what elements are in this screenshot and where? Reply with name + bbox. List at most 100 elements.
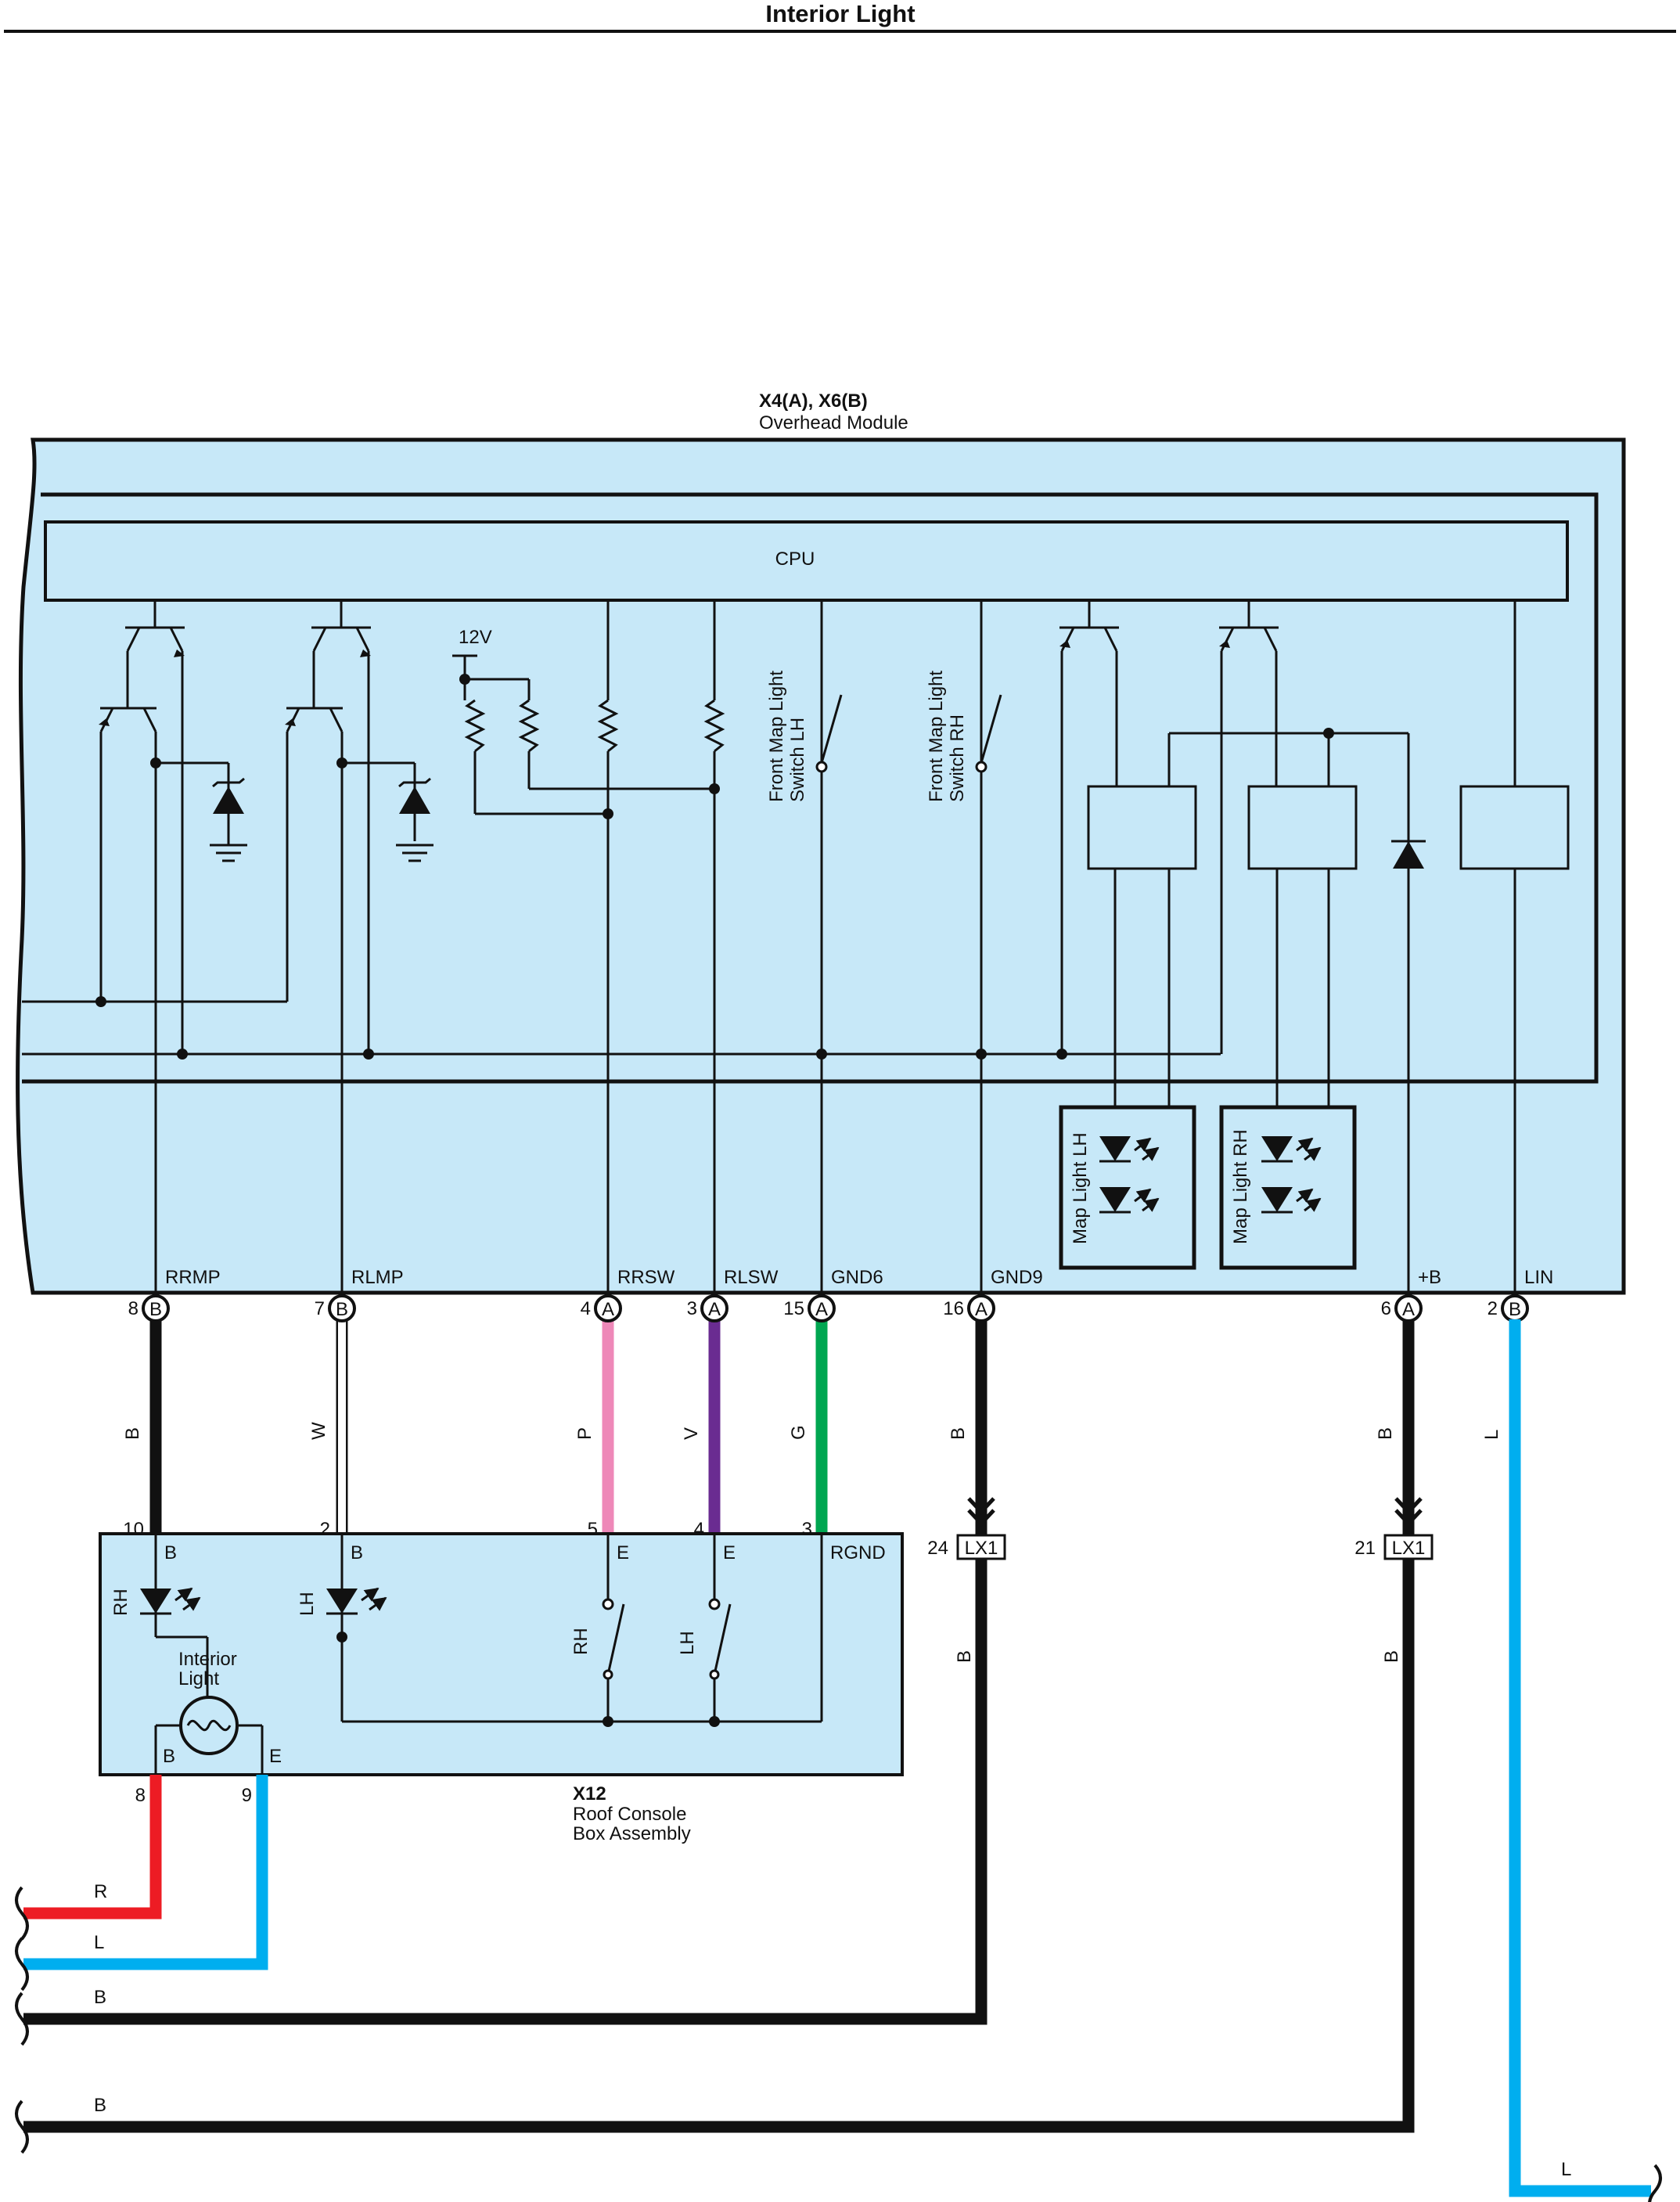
connector-circle bbox=[594, 1294, 622, 1322]
terminal-pin: 7 bbox=[315, 1298, 325, 1319]
bottom-wire-label-b1: B bbox=[94, 1987, 106, 2008]
switch-rh-label-2: Switch RH bbox=[947, 714, 968, 802]
map-light-rh-label: Map Light RH bbox=[1230, 1129, 1251, 1244]
roof-console: B B E E RGND 10 2 5 4 3 RH LH RH LH Inte… bbox=[99, 1519, 904, 1844]
lx1-pin-b: 21 bbox=[1354, 1538, 1376, 1559]
console-pin-2: 2 bbox=[320, 1519, 330, 1540]
wire-color-code: V bbox=[681, 1427, 702, 1440]
module-name: Overhead Module bbox=[759, 412, 908, 434]
connector-letter: A bbox=[975, 1299, 987, 1320]
connector-circle bbox=[808, 1294, 836, 1322]
connector-letter: A bbox=[815, 1299, 828, 1320]
switch-lh-label: LH bbox=[677, 1631, 698, 1655]
switch-lh-label-1: Front Map Light bbox=[766, 671, 787, 802]
wire-color-code: G bbox=[788, 1425, 809, 1440]
module-code: X4(A), X6(B) bbox=[759, 390, 868, 412]
console-name-2: Box Assembly bbox=[573, 1823, 691, 1844]
module-internal-wiring bbox=[22, 600, 1570, 1291]
lx1-wire-b: B bbox=[1381, 1650, 1402, 1663]
wire-color-code: B bbox=[948, 1427, 969, 1440]
connector-letter: A bbox=[1402, 1299, 1415, 1320]
junction-dot bbox=[603, 1716, 613, 1727]
junction-dot bbox=[336, 1632, 347, 1643]
bulb-filament bbox=[186, 1719, 232, 1732]
wire-color-code: L bbox=[1481, 1430, 1502, 1440]
wire-b-gnd9 bbox=[23, 1557, 987, 2025]
lx1-code-a: LX1 bbox=[965, 1538, 998, 1559]
lx1-pin-a: 24 bbox=[927, 1538, 948, 1559]
wire-r bbox=[23, 1775, 162, 1920]
console-term-3: E bbox=[617, 1542, 629, 1563]
bottom-wire-label-l2: L bbox=[1561, 2159, 1571, 2180]
map-light-lh-label: Map Light LH bbox=[1070, 1132, 1091, 1244]
wire-l-lin bbox=[1509, 1319, 1651, 2197]
console-internal-wiring bbox=[154, 1534, 823, 1775]
terminal-name: RRSW bbox=[617, 1267, 675, 1288]
switch-lh-label-2: Switch LH bbox=[787, 718, 808, 802]
cpu-block bbox=[44, 520, 1569, 602]
console-pin-4: 4 bbox=[694, 1519, 704, 1540]
wire-color-code: B bbox=[122, 1427, 143, 1440]
module-internal-components bbox=[95, 640, 1426, 1060]
page-title: Interior Light bbox=[765, 0, 915, 27]
terminal-pin: 8 bbox=[128, 1298, 139, 1319]
switch-contact bbox=[603, 1669, 613, 1680]
terminal-pin: 2 bbox=[1488, 1298, 1498, 1319]
wire-color-code: P bbox=[574, 1427, 595, 1440]
console-bottom-pin-9: 9 bbox=[242, 1785, 252, 1806]
wire-l bbox=[23, 1775, 268, 1970]
bottom-wire-label-b2: B bbox=[94, 2095, 106, 2116]
console-term-1: B bbox=[164, 1542, 177, 1563]
terminal-pin: 3 bbox=[687, 1298, 697, 1319]
map-light-leds bbox=[1099, 1136, 1322, 1214]
console-pin-3: 5 bbox=[588, 1519, 598, 1540]
switch-rh-label: RH bbox=[570, 1628, 592, 1655]
console-pin-5: 3 bbox=[802, 1519, 812, 1540]
connector-letter: B bbox=[336, 1299, 348, 1320]
terminal-name: RLSW bbox=[724, 1267, 779, 1288]
led-lh-symbol bbox=[326, 1589, 358, 1614]
lx1-connectors: LX1 24 B LX1 21 B bbox=[927, 1497, 1434, 1663]
connector-circle bbox=[328, 1294, 356, 1322]
lx1-box-a bbox=[956, 1534, 1006, 1560]
connector-circle bbox=[967, 1294, 995, 1322]
lx1-code-b: LX1 bbox=[1392, 1538, 1426, 1559]
connector-letter: A bbox=[708, 1299, 721, 1320]
connector-letter: B bbox=[149, 1299, 162, 1320]
interior-light-label-1: Interior bbox=[178, 1649, 237, 1670]
terminal-gnd6: GND6 15 A G bbox=[783, 1267, 883, 1534]
wire-color-code: B bbox=[1375, 1427, 1396, 1440]
lx1-box-b bbox=[1383, 1534, 1434, 1560]
interior-light-label-2: Light bbox=[178, 1668, 219, 1689]
page-header: Interior Light bbox=[4, 0, 1676, 33]
connector-circle bbox=[700, 1294, 728, 1322]
wire-b-plus bbox=[23, 1557, 1415, 2133]
terminal-name: +B bbox=[1418, 1267, 1441, 1288]
cpu-label: CPU bbox=[775, 549, 815, 570]
bulb-term-e: E bbox=[269, 1746, 282, 1767]
bottom-wire-label-l: L bbox=[94, 1932, 104, 1953]
wire-color-code: W bbox=[308, 1422, 329, 1440]
console-term-4: E bbox=[723, 1542, 736, 1563]
lx1-wire-a: B bbox=[954, 1650, 975, 1663]
led-lh-label: LH bbox=[297, 1592, 318, 1616]
led-emission-arrows bbox=[174, 1587, 387, 1611]
terminal-pin: 6 bbox=[1381, 1298, 1391, 1319]
switch-contact bbox=[709, 1669, 720, 1680]
terminal-name: RLMP bbox=[351, 1267, 404, 1288]
connector-circle bbox=[142, 1294, 170, 1322]
terminal-pin: 15 bbox=[783, 1298, 804, 1319]
console-term-2: B bbox=[351, 1542, 363, 1563]
terminal-name: GND6 bbox=[831, 1267, 883, 1288]
terminal-name: LIN bbox=[1524, 1267, 1553, 1288]
console-bottom-pin-8: 8 bbox=[135, 1785, 146, 1806]
bulb-term-b: B bbox=[163, 1746, 175, 1767]
bottom-harness: R L B B L bbox=[15, 1319, 1662, 2202]
console-term-5: RGND bbox=[830, 1542, 886, 1563]
switch-contact bbox=[708, 1598, 721, 1610]
